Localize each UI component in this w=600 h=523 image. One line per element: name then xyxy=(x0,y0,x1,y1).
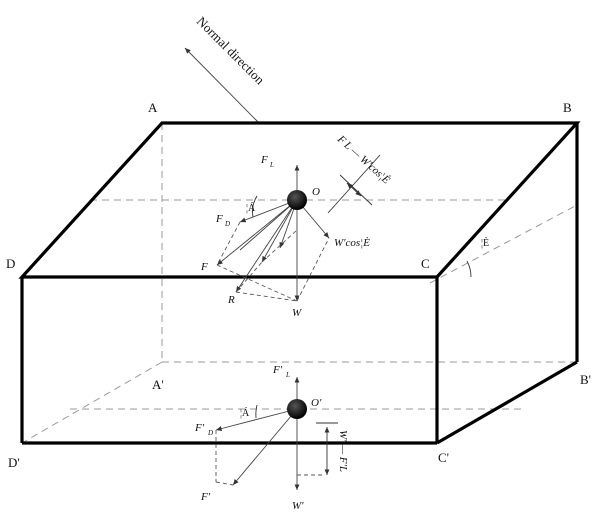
bottom-particle-ball xyxy=(287,399,307,419)
bottom-resultant-f-label: F' xyxy=(200,491,211,503)
bottom-weight-label: W' xyxy=(292,500,304,512)
vertex-c1-label: C' xyxy=(438,450,449,465)
bottom-particle-forces xyxy=(215,377,338,490)
vertex-d-label: D xyxy=(6,256,15,271)
vertex-d1-label: D' xyxy=(8,455,20,470)
top-lift-sub: L xyxy=(269,161,274,169)
bottom-diff-label: W' — F'L xyxy=(337,430,349,472)
vertex-b-label: B xyxy=(563,100,572,115)
top-weight-label: W xyxy=(292,307,302,319)
bottom-drag-sub: D xyxy=(207,429,213,437)
top-weight-cos-label: W'cos¦È xyxy=(334,237,370,249)
bottom-lift-label: F' xyxy=(272,364,283,376)
incline-angle-label: ¦È xyxy=(481,237,489,249)
top-center-label: O xyxy=(312,186,320,198)
vertex-a-label: A xyxy=(148,100,158,115)
top-angle-label: ¦Á xyxy=(246,202,256,214)
incline-angle-arc xyxy=(466,260,472,278)
vertex-c-label: C xyxy=(421,256,430,271)
top-diff-label: F L — W'cos¦È xyxy=(334,133,392,187)
top-resultant-f-label: F xyxy=(200,261,208,273)
top-particle-ball xyxy=(287,190,307,210)
vertex-a1-label: A' xyxy=(152,377,164,392)
vertex-b1-label: B' xyxy=(580,372,591,387)
bottom-center-label: O' xyxy=(311,397,322,409)
bottom-lift-sub: L xyxy=(285,371,290,379)
top-lift-label: F xyxy=(260,154,268,166)
top-drag-sub: D xyxy=(224,220,230,228)
normal-direction-label: Normal direction xyxy=(194,14,268,88)
bottom-drag-label: F' xyxy=(194,422,205,434)
top-drag-label: F xyxy=(215,213,223,225)
top-resultant-r-label: R xyxy=(227,294,235,306)
hidden-edges xyxy=(21,123,577,444)
box-edges xyxy=(18,121,581,445)
normal-direction-arrow xyxy=(184,47,259,123)
top-particle-forces xyxy=(216,154,381,302)
bottom-angle-label: ¦Á xyxy=(240,407,250,419)
